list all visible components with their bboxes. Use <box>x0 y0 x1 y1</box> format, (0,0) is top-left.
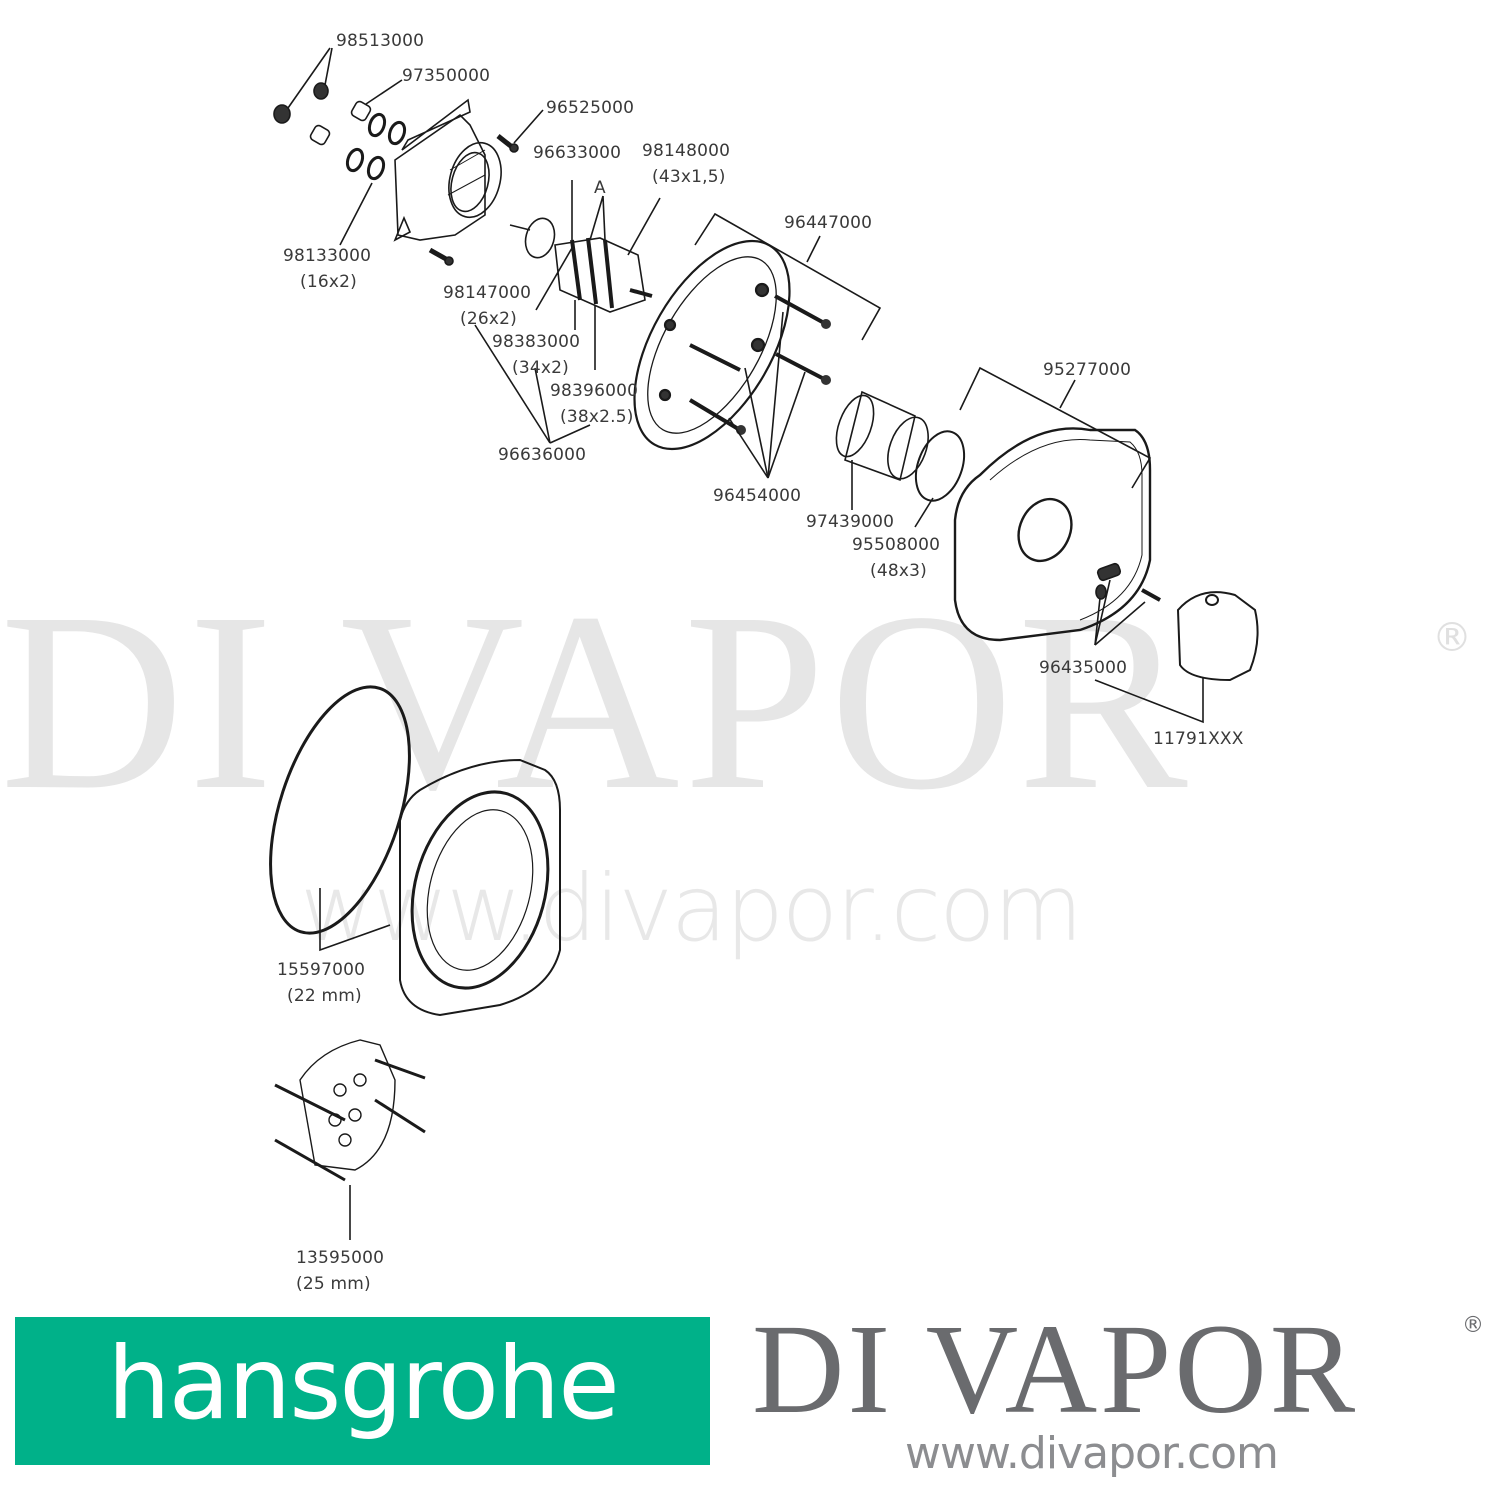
part-label-96525000: 96525000 <box>546 98 635 118</box>
part-label-97350000: 97350000 <box>402 66 491 86</box>
watermark-brand: DI VAPOR <box>0 561 1192 843</box>
part-size-98383000: (34x2) <box>512 358 569 378</box>
part-label-98133000: 98133000 <box>283 246 372 266</box>
extension-frame-icon <box>399 758 561 1017</box>
watermark-url: www.divapor.com <box>300 855 1083 962</box>
long-screw-icon <box>688 294 827 432</box>
part-label-97439000: 97439000 <box>806 512 895 532</box>
part-label-98148000: 98148000 <box>642 141 731 161</box>
part-label-96447000: 96447000 <box>784 213 873 233</box>
part-label-98513000: 98513000 <box>336 31 425 51</box>
callout-marker-a: A <box>594 178 606 198</box>
check-valve-icon <box>309 100 372 146</box>
part-size-98148000: (43x1,5) <box>652 167 726 187</box>
part-size-15597000: (22 mm) <box>287 986 362 1006</box>
grub-screw-icon <box>1095 562 1161 602</box>
part-label-95508000: 95508000 <box>852 535 941 555</box>
watermark-registered-mark: ® <box>1432 615 1472 661</box>
thermostatic-cartridge-icon <box>554 237 653 313</box>
part-size-13595000: (25 mm) <box>296 1274 371 1294</box>
part-label-98383000: 98383000 <box>492 332 581 352</box>
large-o-ring-icon <box>269 685 411 935</box>
filter-icon <box>273 82 329 124</box>
part-label-15597000: 15597000 <box>277 960 366 980</box>
divapor-registered-mark: ® <box>1462 1313 1484 1338</box>
screw-icon <box>428 247 454 266</box>
cap-icon <box>509 217 556 259</box>
o-ring-icon <box>345 112 407 181</box>
handle-icon <box>1176 591 1259 682</box>
o-ring-icon <box>914 430 966 502</box>
trim-plate-icon <box>953 427 1152 642</box>
divapor-logo-title: DI VAPOR <box>752 1298 1359 1440</box>
part-label-98147000: 98147000 <box>443 283 532 303</box>
sleeve-icon <box>835 390 929 482</box>
part-label-96636000: 96636000 <box>498 445 587 465</box>
extension-set-icon <box>274 1039 426 1182</box>
part-size-98133000: (16x2) <box>300 272 357 292</box>
part-label-95277000: 95277000 <box>1043 360 1132 380</box>
part-label-96454000: 96454000 <box>713 486 802 506</box>
divapor-url[interactable]: www.divapor.com <box>905 1428 1279 1479</box>
valve-body-icon <box>393 98 502 242</box>
part-label-96435000: 96435000 <box>1039 658 1128 678</box>
part-label-96633000: 96633000 <box>533 143 622 163</box>
hansgrohe-logo: hansgrohe <box>15 1317 710 1465</box>
part-size-98396000: (38x2.5) <box>560 407 634 427</box>
screw-icon <box>496 134 519 153</box>
part-label-98396000: 98396000 <box>550 381 639 401</box>
part-size-95508000: (48x3) <box>870 561 927 581</box>
part-size-98147000: (26x2) <box>460 309 517 329</box>
part-label-11791xxx: 11791XXX <box>1153 729 1244 749</box>
part-label-13595000: 13595000 <box>296 1248 385 1268</box>
hansgrohe-logo-text: hansgrohe <box>107 1325 620 1442</box>
